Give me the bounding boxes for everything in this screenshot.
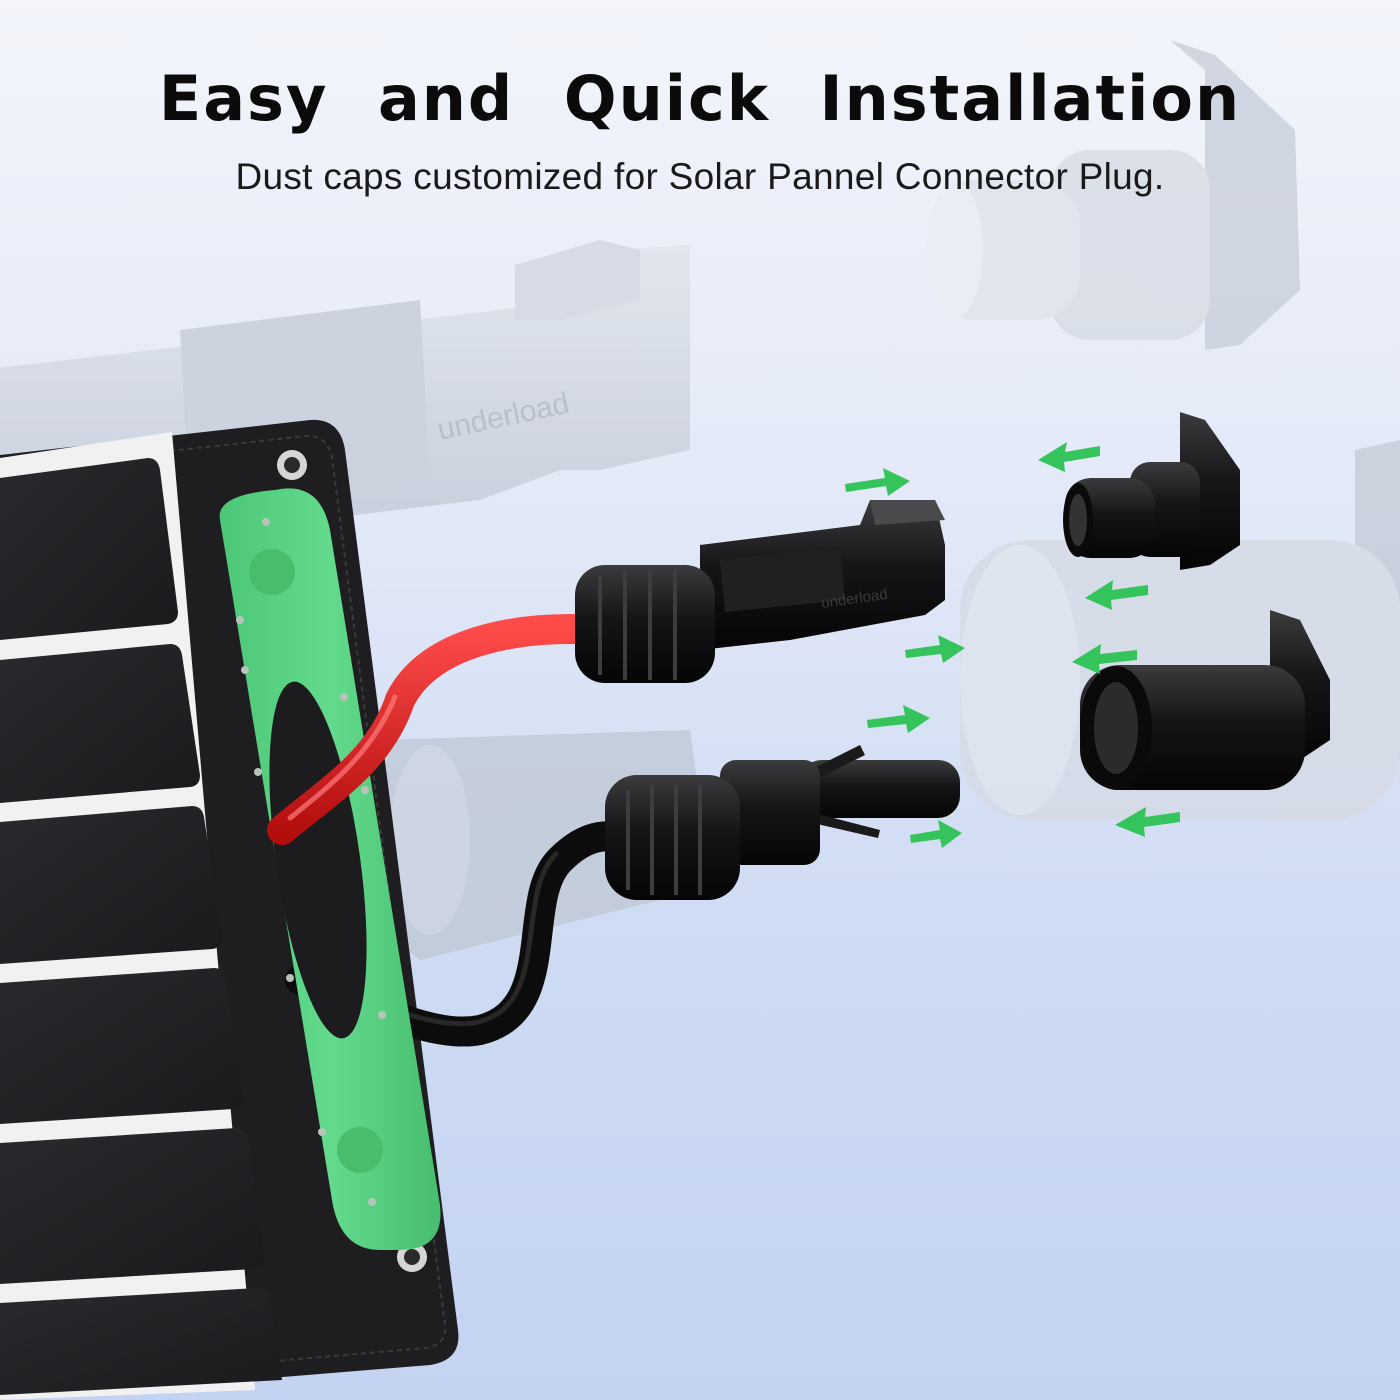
- page-title: Easy and Quick Installation: [158, 62, 1242, 135]
- grommet-icon: [277, 450, 307, 480]
- female-connector: underload: [575, 500, 945, 683]
- arrow-icon: [1115, 807, 1180, 837]
- arrow-icon: [1038, 442, 1100, 472]
- dust-cap-large: [1080, 610, 1330, 790]
- ghost-dust-cap-top: [927, 40, 1300, 350]
- arrow-icon: [1085, 580, 1148, 610]
- solar-cells: [0, 458, 282, 1395]
- arrow-icon: [867, 705, 930, 733]
- male-connector: [605, 745, 960, 900]
- positive-cable: [267, 614, 615, 845]
- arrow-icon: [905, 635, 965, 663]
- arrow-icon: [910, 820, 962, 848]
- page-subtitle: Dust caps customized for Solar Pannel Co…: [235, 156, 1165, 197]
- arrow-icon: [1072, 644, 1137, 674]
- dust-cap-small: [1063, 412, 1240, 570]
- arrow-icon: [845, 468, 910, 496]
